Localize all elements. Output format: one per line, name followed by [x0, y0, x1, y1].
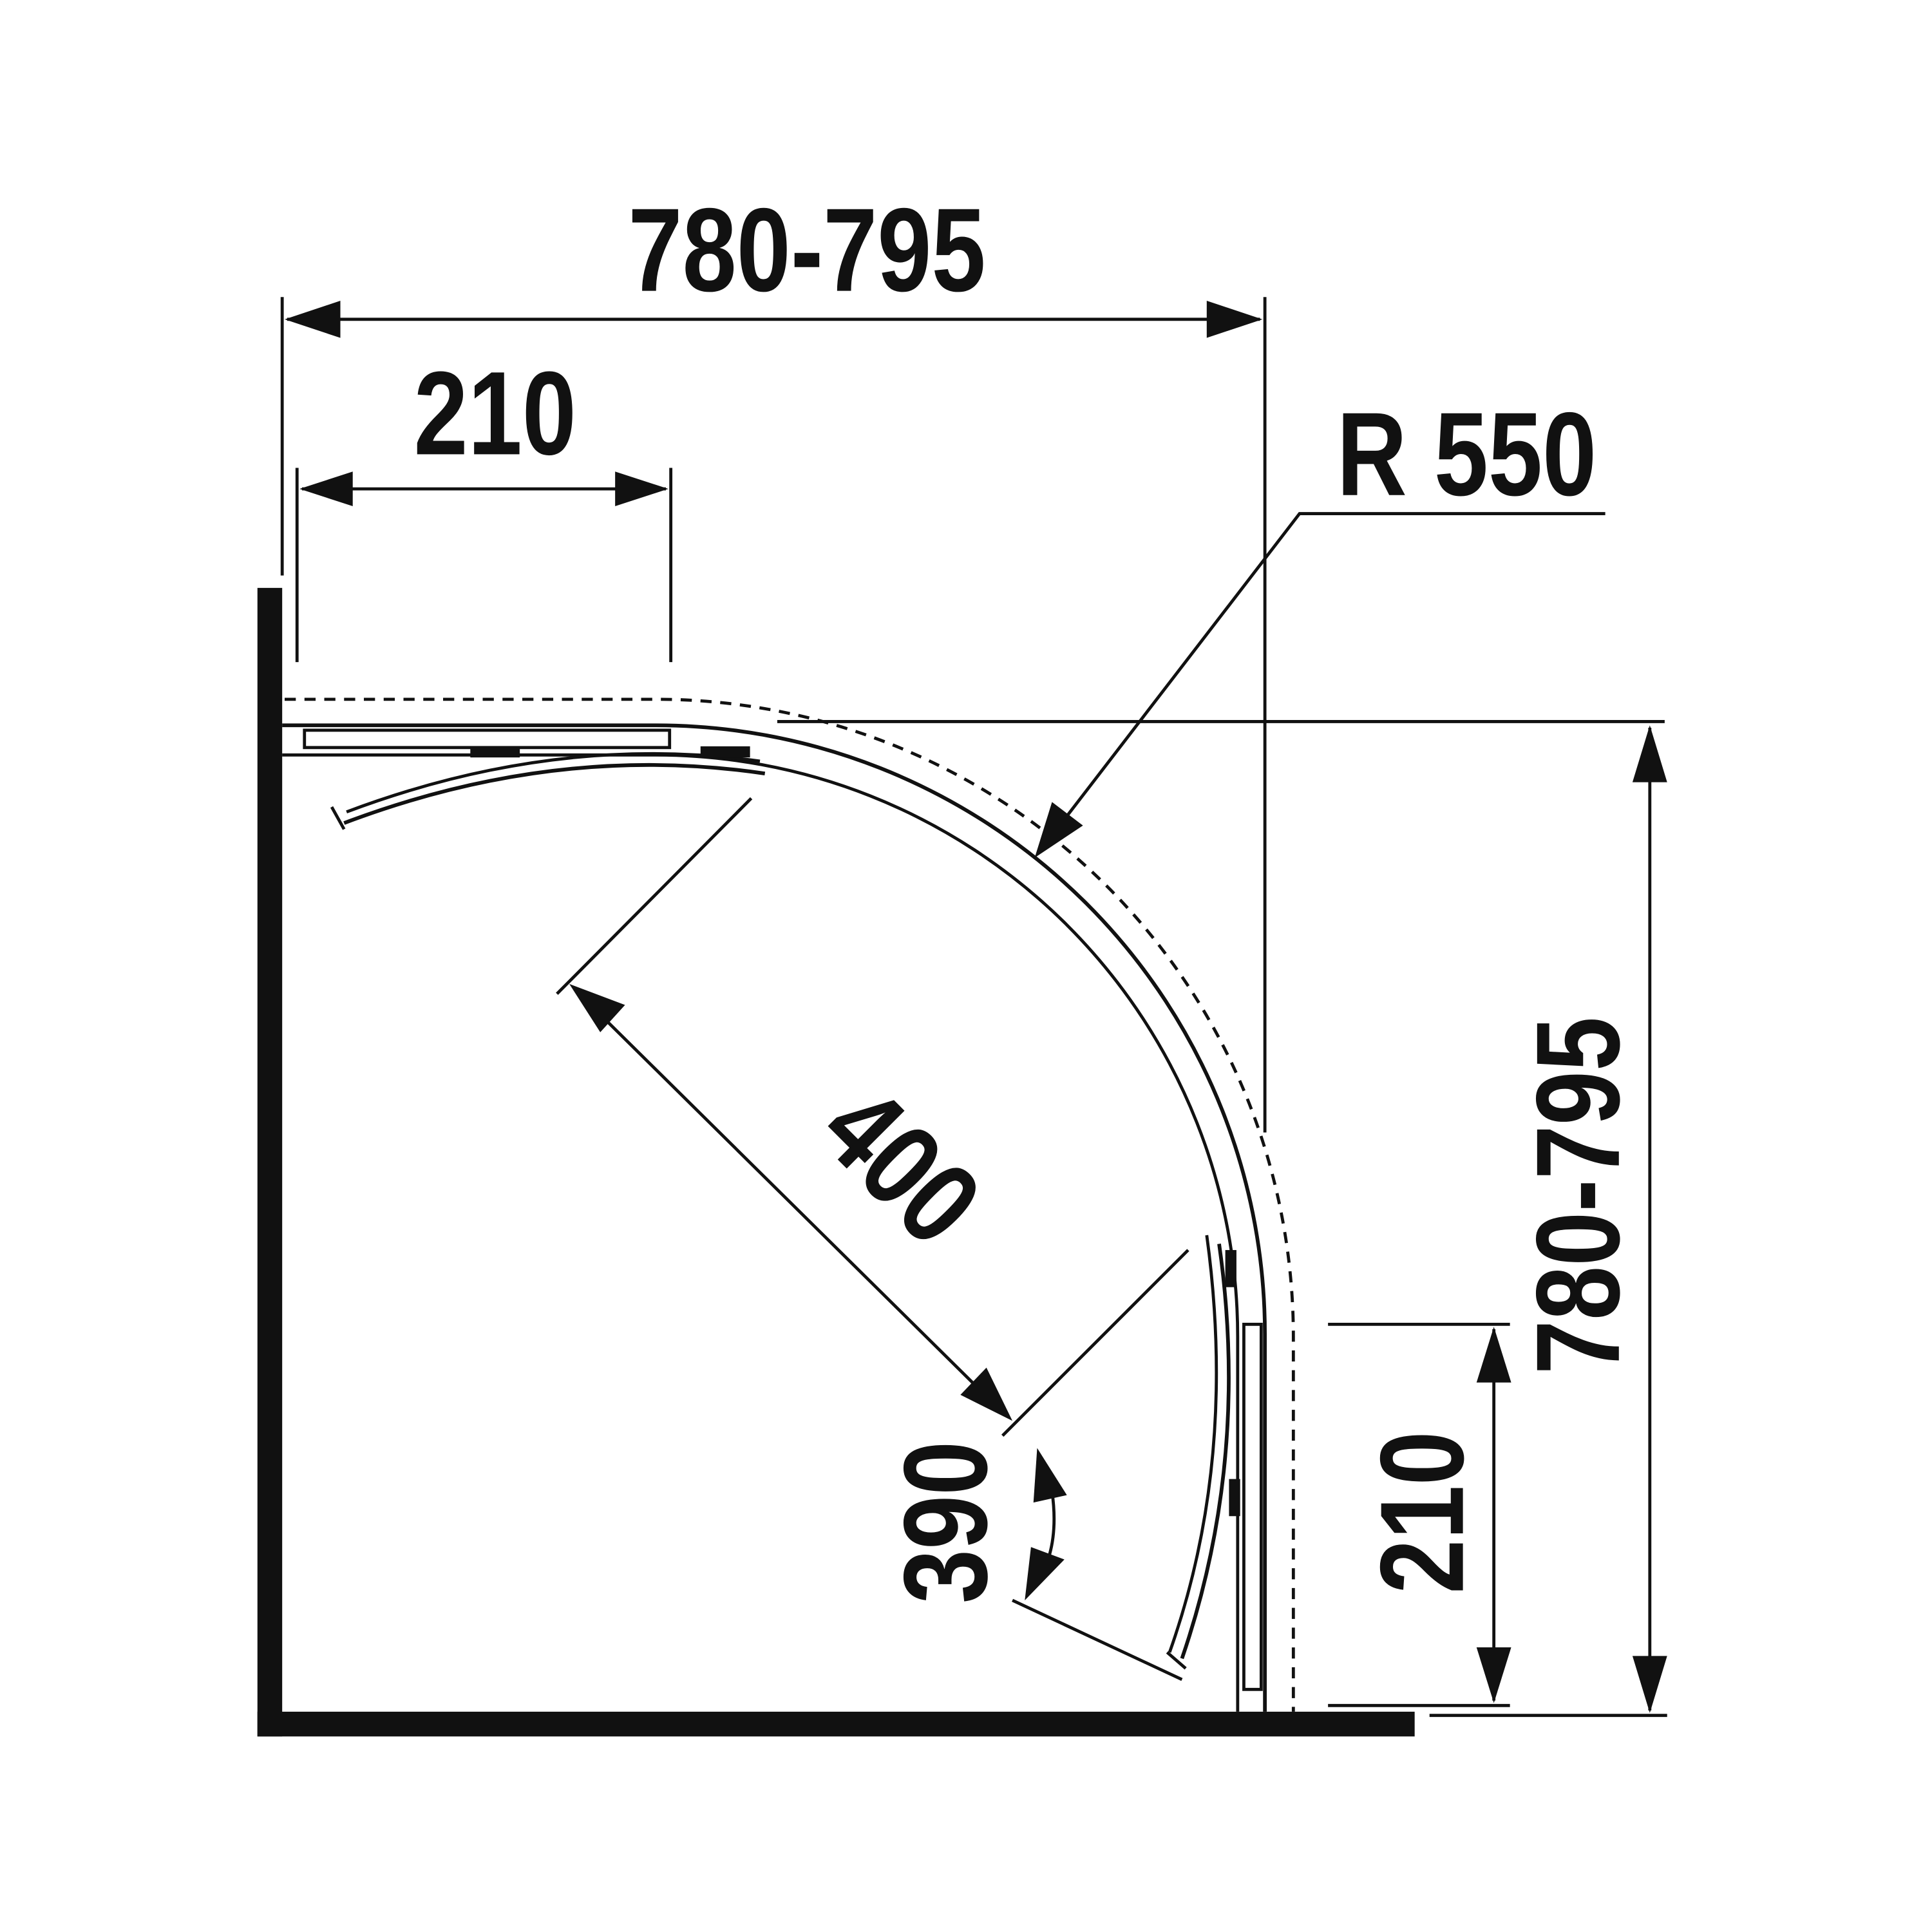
right-sliding-door-edge — [1168, 1235, 1218, 1653]
arrow-icon — [1034, 802, 1083, 858]
left-sliding-door — [343, 762, 766, 825]
arrow-icon — [615, 471, 668, 507]
right-door-handle — [1166, 1651, 1187, 1670]
extension-line — [1001, 1249, 1189, 1437]
arrow-icon — [960, 1367, 1013, 1421]
width-label: 780-795 — [628, 183, 985, 316]
radius-leader — [1038, 512, 1605, 853]
tray-outline — [285, 697, 1295, 1712]
arrow-icon — [285, 301, 341, 338]
right-panel-label: 210 — [1355, 1431, 1488, 1593]
extension-line — [1012, 1598, 1183, 1681]
arrow-icon — [1206, 301, 1263, 338]
door-depth-dimension-line — [574, 989, 1007, 1416]
enclosure-outer-profile — [282, 723, 1267, 1712]
height-label: 780-795 — [1511, 1017, 1644, 1374]
door-rollers — [470, 746, 1240, 1517]
right-sliding-door — [1180, 1244, 1231, 1660]
top-panel-label: 210 — [414, 346, 576, 480]
radius-label: R 550 — [1337, 387, 1597, 520]
arrow-icon — [1476, 1327, 1511, 1383]
floor-wall — [257, 1711, 1415, 1737]
extension-line — [556, 797, 753, 995]
arrow-icon — [1033, 1448, 1067, 1503]
arrow-icon — [299, 471, 353, 507]
enclosure-inner-profile — [282, 753, 1240, 1712]
arrow-icon — [1632, 1656, 1667, 1713]
door-opening-label: 390 — [878, 1441, 1012, 1604]
arrow-icon — [569, 983, 625, 1032]
arrow-icon — [1476, 1647, 1511, 1703]
right-fixed-panel — [1242, 1322, 1263, 1691]
left-door-handle — [330, 806, 346, 830]
left-sliding-door-edge — [346, 752, 761, 813]
arrow-icon — [1025, 1547, 1065, 1600]
arrow-icon — [1632, 725, 1667, 782]
left-wall — [257, 587, 283, 1737]
top-fixed-panel — [303, 728, 672, 750]
